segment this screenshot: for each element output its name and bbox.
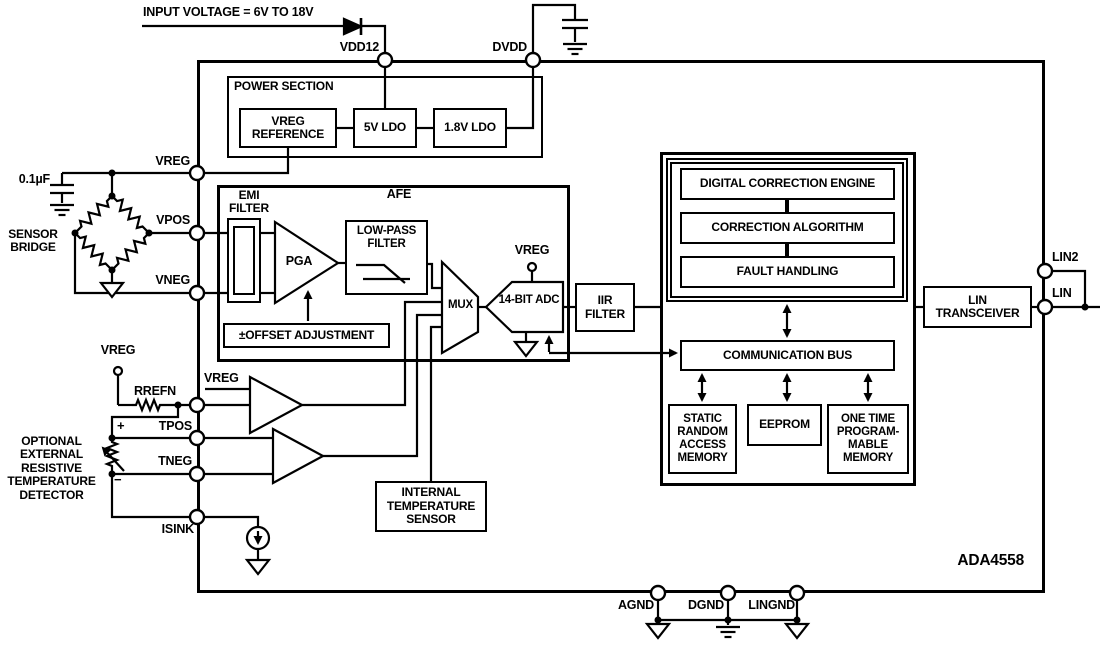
power-section-title: POWER SECTION bbox=[234, 79, 334, 93]
pin-label-vdd12: VDD12 bbox=[339, 40, 379, 54]
block-1v8-ldo: 1.8V LDO bbox=[433, 108, 507, 148]
sensor-bridge-label: SENSOR BRIDGE bbox=[8, 227, 58, 255]
chip-boundary bbox=[197, 60, 1045, 593]
block-fault-handling: FAULT HANDLING bbox=[680, 256, 895, 288]
ground-icon bbox=[645, 622, 671, 640]
block-lin-transceiver: LIN TRANSCEIVER bbox=[923, 286, 1032, 328]
rtd-label: OPTIONAL EXTERNAL RESISTIVE TEMPERATURE … bbox=[7, 434, 96, 502]
ground-icon bbox=[48, 203, 76, 217]
pin-label-tpos: TPOS bbox=[158, 419, 192, 433]
part-number-label: ADA4558 bbox=[957, 552, 1024, 569]
ground-icon bbox=[714, 625, 742, 639]
bypass-cap-label: 0.1µF bbox=[18, 172, 50, 186]
block-correction-algorithm: CORRECTION ALGORITHM bbox=[680, 212, 895, 244]
rrefn-label: RREFN bbox=[133, 384, 176, 398]
ground-icon bbox=[784, 622, 810, 640]
ground-icon bbox=[561, 42, 589, 56]
block-digital-correction-engine: DIGITAL CORRECTION ENGINE bbox=[680, 168, 895, 200]
block-iir-filter: IIR FILTER bbox=[575, 283, 635, 332]
buffer-vreg-label: VREG bbox=[204, 371, 239, 385]
afe-title: AFE bbox=[386, 187, 412, 201]
mux-label: MUX bbox=[448, 299, 473, 311]
rrefn-resistor-icon bbox=[130, 398, 170, 412]
block-sram: STATIC RANDOM ACCESS MEMORY bbox=[668, 404, 737, 474]
block-internal-temp-sensor: INTERNAL TEMPERATURE SENSOR bbox=[375, 481, 487, 532]
emi-filter-symbol-inner bbox=[233, 226, 255, 295]
engine-group-box bbox=[666, 158, 908, 302]
pin-label-agnd: AGND bbox=[617, 598, 654, 612]
pin-label-tneg: TNEG bbox=[158, 454, 192, 468]
rtd-arrow bbox=[101, 446, 125, 472]
adc-label: 14-BIT ADC bbox=[498, 294, 560, 306]
diode-icon bbox=[342, 17, 364, 36]
emi-filter-symbol-outer bbox=[227, 218, 261, 303]
block-5v-ldo: 5V LDO bbox=[353, 108, 417, 148]
block-otp-memory: ONE TIME PROGRAM- MABLE MEMORY bbox=[827, 404, 909, 474]
ext-vreg-terminal bbox=[112, 365, 124, 377]
block-offset-adjustment: ±OFFSET ADJUSTMENT bbox=[223, 323, 390, 348]
emi-filter-label: EMI FILTER bbox=[229, 188, 269, 216]
input-voltage-label: INPUT VOLTAGE = 6V TO 18V bbox=[143, 5, 314, 19]
vreg-capacitor-icon bbox=[48, 173, 76, 217]
pin-label-lin: LIN bbox=[1052, 286, 1072, 300]
pin-label-lingnd: LINGND bbox=[748, 598, 795, 612]
digital-section-box bbox=[660, 152, 916, 486]
pin-label-isink: ISINK bbox=[161, 522, 195, 536]
ext-vreg-label: VREG bbox=[100, 343, 136, 357]
block-low-pass-filter: LOW-PASS FILTER bbox=[345, 220, 428, 295]
pin-label-vpos: VPOS bbox=[156, 213, 190, 227]
pin-label-vneg: VNEG bbox=[155, 273, 190, 287]
pin-label-dvdd: DVDD bbox=[492, 40, 527, 54]
rtd-plus-label: + bbox=[117, 418, 125, 433]
rtd-resistor-icon bbox=[105, 436, 119, 476]
engine-group-inner-border bbox=[670, 162, 904, 298]
block-vreg-reference: VREG REFERENCE bbox=[239, 108, 337, 148]
pga-label: PGA bbox=[285, 254, 313, 268]
ground-icon bbox=[99, 281, 125, 299]
block-communication-bus: COMMUNICATION BUS bbox=[680, 340, 895, 371]
dvdd-capacitor-icon bbox=[531, 3, 589, 56]
pin-label-dgnd: DGND bbox=[687, 598, 724, 612]
block-eeprom: EEPROM bbox=[747, 404, 822, 446]
rtd-minus-label: − bbox=[114, 472, 122, 487]
pin-label-vreg: VREG bbox=[155, 154, 190, 168]
pin-label-lin2: LIN2 bbox=[1052, 250, 1079, 264]
adc-vreg-label: VREG bbox=[514, 243, 550, 257]
